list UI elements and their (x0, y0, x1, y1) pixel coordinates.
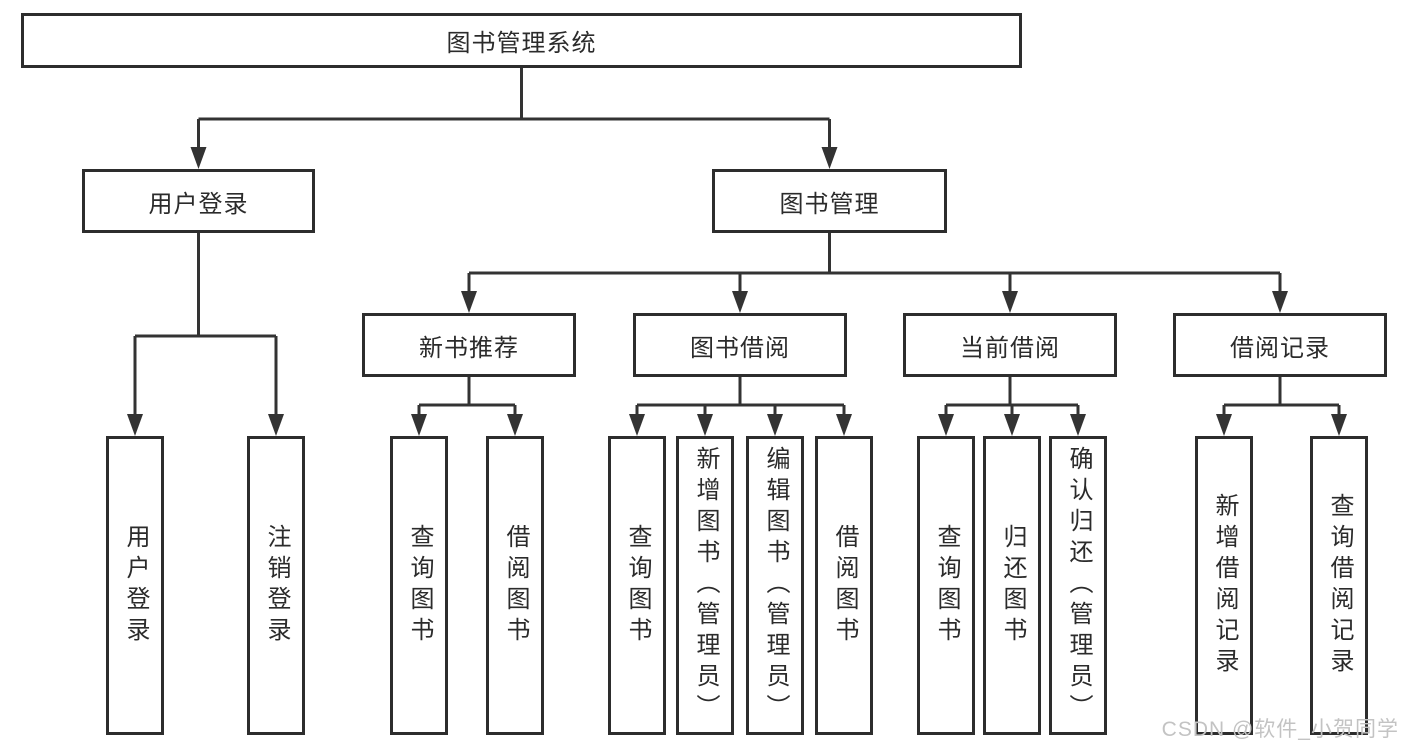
node-label: 查询借阅记录 (1326, 492, 1353, 679)
node-label: 借阅图书 (502, 523, 529, 648)
node-label: 图书管理系统 (446, 30, 597, 57)
leaf-current-query-books: 查询图书 (917, 436, 975, 735)
leaf-newbook-query-books: 查询图书 (390, 436, 448, 735)
node-label: 当前借阅 (960, 334, 1060, 362)
node-new-book-recommendation: 新书推荐 (362, 313, 576, 377)
leaf-user-login: 用户登录 (106, 436, 164, 735)
node-label: 新书推荐 (419, 334, 519, 362)
node-user-login: 用户登录 (82, 169, 315, 233)
csdn-watermark: CSDN @软件_小贺同学 (1161, 718, 1399, 741)
leaf-records-add-borrow-record: 新增借阅记录 (1195, 436, 1253, 735)
node-label: 用户登录 (122, 523, 149, 648)
node-label: 图书管理 (779, 190, 880, 218)
node-label: 新增借阅记录 (1211, 492, 1238, 679)
node-current-borrowing: 当前借阅 (903, 313, 1117, 377)
node-label: 用户登录 (148, 190, 249, 218)
node-label: 查询图书 (406, 523, 433, 648)
node-label: 新增图书（管理员） (692, 446, 719, 725)
leaf-borrowing-add-books-admin: 新增图书（管理员） (676, 436, 734, 735)
leaf-current-confirm-return-admin: 确认归还（管理员） (1049, 436, 1107, 735)
leaf-logout: 注销登录 (247, 436, 305, 735)
node-book-management: 图书管理 (712, 169, 947, 233)
node-label: 归还图书 (999, 523, 1026, 648)
leaf-borrowing-borrow-books: 借阅图书 (815, 436, 873, 735)
node-label: 查询图书 (933, 523, 960, 648)
leaf-current-return-books: 归还图书 (983, 436, 1041, 735)
leaf-borrowing-query-books: 查询图书 (608, 436, 666, 735)
node-root-library-management-system: 图书管理系统 (21, 13, 1022, 68)
node-label: 编辑图书（管理员） (762, 446, 789, 725)
node-label: 确认归还（管理员） (1065, 446, 1092, 725)
node-book-borrowing: 图书借阅 (633, 313, 847, 377)
leaf-newbook-borrow-books: 借阅图书 (486, 436, 544, 735)
node-label: 借阅图书 (831, 523, 858, 648)
node-borrowing-records: 借阅记录 (1173, 313, 1387, 377)
node-label: 图书借阅 (690, 334, 790, 362)
node-label: 借阅记录 (1230, 334, 1330, 362)
leaf-borrowing-edit-books-admin: 编辑图书（管理员） (746, 436, 804, 735)
leaf-records-query-borrow-record: 查询借阅记录 (1310, 436, 1368, 735)
node-label: 注销登录 (263, 523, 290, 648)
node-label: 查询图书 (624, 523, 651, 648)
